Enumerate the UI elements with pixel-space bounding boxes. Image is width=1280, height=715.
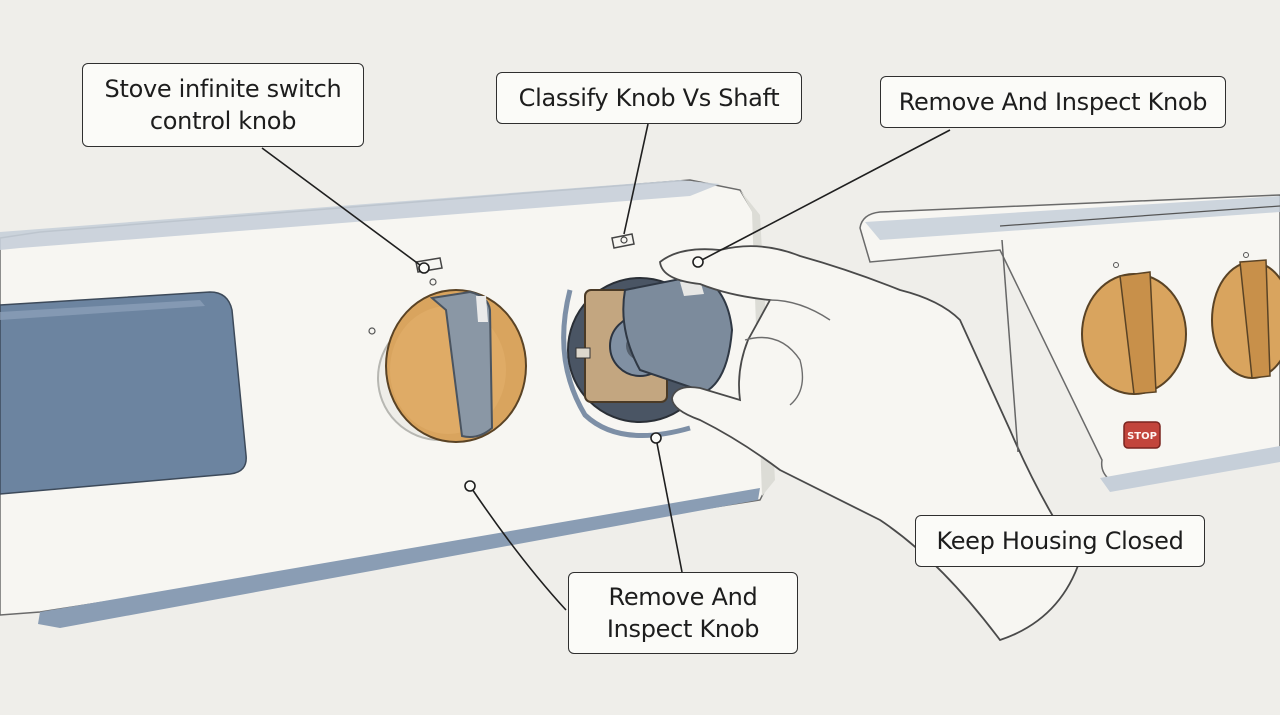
switch-shaft-icon bbox=[561, 233, 734, 439]
leader-classify bbox=[623, 123, 649, 235]
leader-bottom-left bbox=[469, 485, 567, 611]
leader-dot-remove-top bbox=[692, 256, 704, 268]
stove-knob-icon bbox=[368, 257, 527, 443]
display-window bbox=[0, 291, 247, 495]
callout-remove-top: Remove And Inspect Knob bbox=[880, 76, 1226, 128]
leader-stove-knob bbox=[261, 147, 425, 269]
leader-bottom-right bbox=[655, 437, 683, 573]
leader-lines bbox=[261, 123, 951, 611]
leader-dot-bottom-right bbox=[650, 432, 662, 444]
callout-stove-knob: Stove infinite switch control knob bbox=[82, 63, 364, 147]
callout-remove-bottom: Remove And Inspect Knob bbox=[568, 572, 798, 654]
leader-dot-bottom-left bbox=[464, 480, 476, 492]
callout-keep-housing-text: Keep Housing Closed bbox=[936, 527, 1184, 555]
callout-classify-text: Classify Knob Vs Shaft bbox=[518, 84, 780, 112]
callout-classify: Classify Knob Vs Shaft bbox=[496, 72, 802, 124]
stop-button-label: STOP bbox=[1127, 431, 1157, 442]
callout-remove-bottom-text: Remove And Inspect Knob bbox=[606, 583, 760, 643]
leader-remove-top bbox=[697, 129, 951, 263]
callout-stove-knob-text: Stove infinite switch control knob bbox=[104, 75, 342, 135]
callout-remove-top-text: Remove And Inspect Knob bbox=[898, 88, 1208, 116]
right-panel bbox=[859, 194, 1280, 492]
leader-dot-stove-knob bbox=[418, 262, 430, 274]
stop-button-icon: STOP bbox=[1123, 421, 1161, 449]
callout-keep-housing: Keep Housing Closed bbox=[915, 515, 1205, 567]
